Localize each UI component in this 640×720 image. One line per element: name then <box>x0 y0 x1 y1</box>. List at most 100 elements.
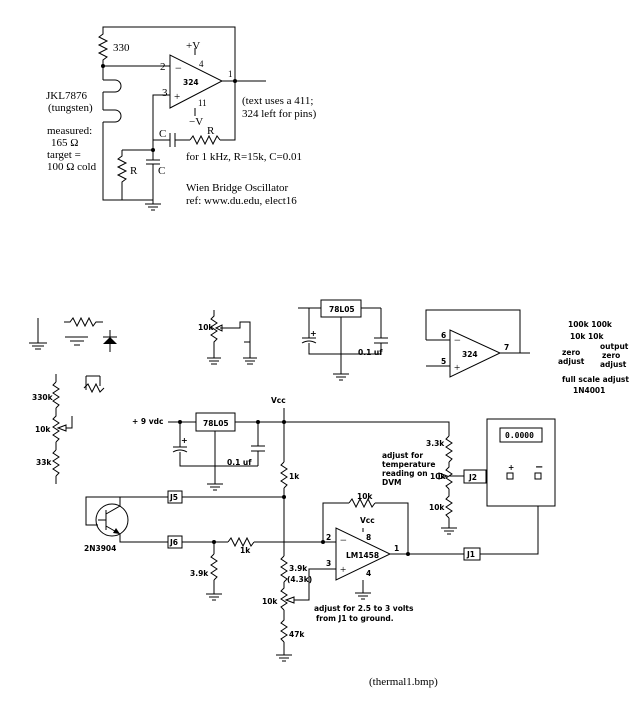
dvm-plus-terminal[interactable] <box>506 472 514 480</box>
resistor-3-9k-b <box>280 555 288 583</box>
jack-j1-label: J1 <box>466 550 475 559</box>
main-cap-label: 0.1 uf <box>227 458 252 467</box>
legend-regulator-label: 78L05 <box>329 305 355 314</box>
legend-pot <box>210 310 218 352</box>
resistor-symbol <box>64 316 103 328</box>
lm1458-opamp <box>335 527 392 581</box>
lamp-part-label: JKL7876 <box>46 90 87 102</box>
svg-text:+: + <box>454 362 460 374</box>
wien-pin3: 3 <box>162 87 168 99</box>
wien-pin2: 2 <box>160 61 166 73</box>
full-scale-label: full scale adjust <box>562 375 629 384</box>
lm1458-pin3: 3 <box>326 559 331 568</box>
parts-line-2: 10k 10k <box>570 332 604 341</box>
legend-pin6: 6 <box>441 331 446 340</box>
legend-opamp-label: 324 <box>462 350 478 359</box>
svg-text:−: − <box>340 533 347 547</box>
target-value: 100 Ω cold <box>47 161 97 173</box>
transistor-label: 2N3904 <box>84 544 116 553</box>
shunt-capacitor <box>146 150 160 200</box>
resistor-4-3k-label: (4.3k) <box>287 575 312 584</box>
resistor-1k-top <box>280 461 288 489</box>
feedback-wire-top <box>102 26 236 80</box>
wien-note-1: (text uses a 411; <box>242 95 313 107</box>
jack-j6-label: J6 <box>169 538 178 547</box>
pot-10k-offset[interactable] <box>280 582 288 611</box>
shunt-resistor <box>116 150 128 200</box>
resistor-1k-top-label: 1k <box>289 472 300 481</box>
cap-c-label-2: C <box>158 165 165 177</box>
legend-330k: 330k <box>32 393 54 402</box>
wien-pin11: 11 <box>198 98 207 108</box>
pot-10k-offset-label: 10k <box>262 597 278 606</box>
resistor-330 <box>97 30 109 66</box>
resistor-3-9k <box>210 553 218 581</box>
series-capacitor <box>169 133 176 147</box>
legend-section: 10k 78L05 + 0.1 uf 324 − + 6 5 7 100k 10… <box>29 299 629 484</box>
diode-part-label: 1N4001 <box>573 386 605 395</box>
wien-pin4: 4 <box>199 59 204 69</box>
dvm-plus-label: + <box>508 463 514 472</box>
image-caption: (thermal1.bmp) <box>369 676 438 688</box>
resistor-1k-label: 1k <box>240 546 251 555</box>
legend-pin5: 5 <box>441 357 446 366</box>
legend-pin7: 7 <box>504 343 509 352</box>
lm1458-pin8: 8 <box>366 533 371 542</box>
vcc-label: Vcc <box>271 396 286 405</box>
svg-text:+: + <box>310 329 317 338</box>
svg-text:+: + <box>181 436 188 445</box>
dvm-minus-label: − <box>535 462 543 473</box>
wien-title: Wien Bridge Oscillator <box>186 182 289 194</box>
supply-label: + 9 vdc <box>132 417 163 426</box>
resistor-3-9k-b-label: 3.9k <box>289 564 308 573</box>
wien-pin1: 1 <box>228 69 233 79</box>
resistor-10k-feedback-label: 10k <box>357 492 373 501</box>
ground-symbol <box>29 318 47 350</box>
main-circuit-section: + 9 vdc 78L05 Vcc + 0.1 uf 1k J5 2N3904 … <box>84 396 556 662</box>
chassis-ground-symbol <box>65 336 88 346</box>
lamp-loop-2 <box>103 109 122 123</box>
lm1458-pin2: 2 <box>326 533 331 542</box>
wien-ground <box>145 200 161 211</box>
wien-opamp-label: 324 <box>183 78 199 87</box>
lm1458-vcc: Vcc <box>360 516 375 525</box>
transistor-2n3904 <box>95 503 129 537</box>
measured-value: 165 Ω <box>51 137 78 149</box>
resistor-330-label: 330 <box>113 42 130 54</box>
measured-label: measured: <box>47 125 92 137</box>
resistor-47k-label: 47k <box>289 630 305 639</box>
res-r-label-1: R <box>207 125 215 137</box>
main-regulator-label: 78L05 <box>203 419 229 428</box>
svg-text:+: + <box>340 564 346 576</box>
pot-10k-span-label: 10k <box>430 472 446 481</box>
svg-text:+: + <box>174 91 180 103</box>
legend-pot-label: 10k <box>198 323 214 332</box>
dvm-display-value: 0.0000 <box>505 431 534 440</box>
diode-symbol <box>103 337 117 344</box>
resistor-10k-right-label: 10k <box>429 503 445 512</box>
parts-line-1: 100k 100k <box>568 320 613 329</box>
series-resistor <box>189 134 221 146</box>
wien-vminus: −V <box>189 116 203 128</box>
legend-33k: 33k <box>36 458 52 467</box>
resistor-3-3k <box>445 435 453 463</box>
dvm-minus-terminal[interactable] <box>534 472 542 480</box>
legend-cap-label: 0.1 uf <box>358 348 383 357</box>
dvm-display <box>499 427 543 443</box>
wien-ref: ref: www.du.edu, elect16 <box>186 195 297 207</box>
svg-text:−: − <box>454 333 461 347</box>
resistor-10k-feedback <box>348 497 376 509</box>
resistor-3-3k-label: 3.3k <box>426 439 445 448</box>
wien-opamp <box>169 54 224 109</box>
res-r-label-2: R <box>130 165 138 177</box>
svg-text:−: − <box>175 61 182 75</box>
legend-10k: 10k <box>35 425 51 434</box>
jack-j2-label: J2 <box>468 473 477 482</box>
wien-note-2: 324 left for pins) <box>242 108 317 120</box>
